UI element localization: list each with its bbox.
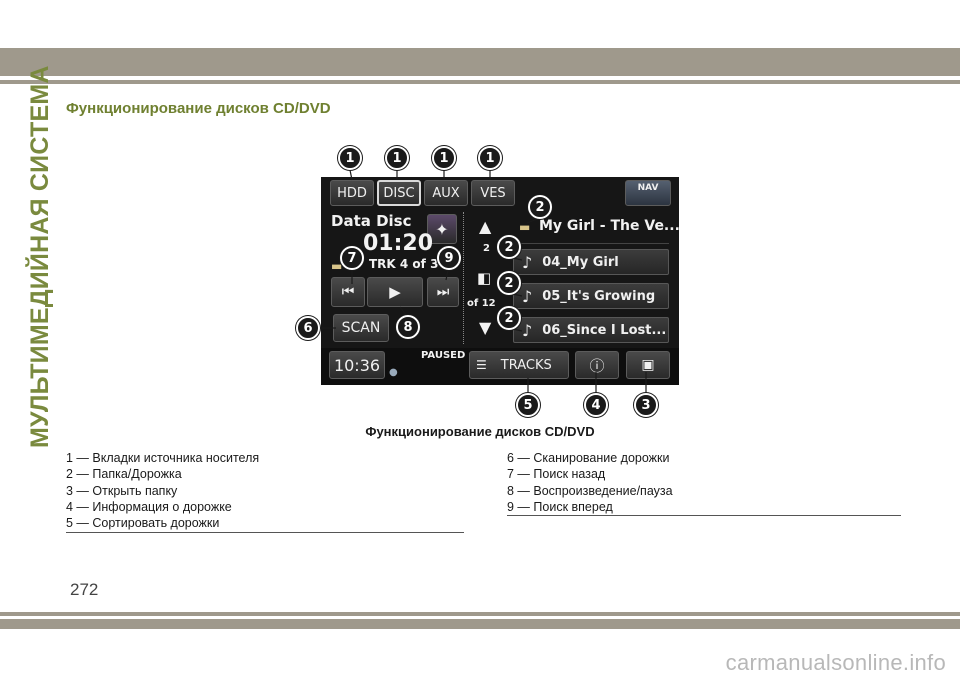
header-bar: [0, 48, 960, 76]
music-note-icon: ♪: [522, 320, 533, 340]
list-icon: ☰: [476, 358, 487, 372]
disc-title: Data Disc: [331, 212, 412, 230]
music-note-icon: ♪: [522, 286, 533, 306]
callout-1: 1: [478, 146, 502, 170]
track-label: 06_Since I Lost...: [542, 322, 667, 338]
nav-button[interactable]: NAV: [625, 180, 671, 206]
header-rule: [0, 80, 960, 84]
radio-screen: HDD DISC AUX VES NAV Data Disc ✦ 01:20 ▬…: [321, 177, 680, 385]
callout-2: 2: [528, 195, 552, 219]
list-index-top: 2: [483, 243, 490, 254]
music-note-icon: ♪: [522, 252, 533, 272]
legend-left-rule: [66, 532, 464, 533]
legend-item: 3 — Открыть папку: [66, 483, 178, 498]
track-info: TRK 4 of 36: [369, 257, 447, 271]
section-title: Функционирование дисков CD/DVD: [66, 100, 331, 117]
legend-item: 6 — Сканирование дорожки: [507, 451, 670, 465]
scroll-up-icon[interactable]: ▲: [479, 217, 492, 236]
list-separator: [513, 243, 669, 244]
seek-back-icon: ⏮: [341, 284, 355, 300]
info-icon: ⓘ: [589, 356, 605, 375]
callout-2: 2: [497, 271, 521, 295]
callout-4: 4: [584, 393, 608, 417]
nav-label: NAV: [637, 183, 659, 193]
callout-2: 2: [497, 306, 521, 330]
open-folder-button[interactable]: ▣: [626, 351, 670, 379]
scroll-down-icon[interactable]: ▼: [479, 318, 492, 337]
legend-right-rule: [507, 515, 901, 516]
panel-divider: [463, 212, 465, 344]
track-label: 05_It's Growing: [542, 288, 656, 304]
globe-icon: ●: [389, 367, 398, 378]
track-item[interactable]: ♪ 04_My Girl: [513, 249, 669, 275]
list-index-bottom: of 12: [467, 298, 496, 309]
footer-bar: [0, 619, 960, 629]
legend-item: 2 — Папка/Дорожка: [66, 467, 182, 482]
tracks-label: TRACKS: [500, 357, 552, 373]
legend-item: 4 — Информация о дорожке: [66, 499, 232, 514]
callout-1: 1: [385, 146, 409, 170]
open-folder-icon: ▣: [641, 357, 655, 373]
tracks-button[interactable]: ☰ TRACKS: [469, 351, 569, 379]
callout-6: 6: [296, 316, 320, 340]
page-number: 272: [70, 580, 99, 599]
elapsed-time: 01:20: [363, 231, 434, 256]
callout-2: 2: [497, 235, 521, 259]
tab-disc[interactable]: DISC: [377, 180, 421, 206]
disc-art-icon: ✦: [427, 214, 457, 244]
legend-left: 1 — Вкладки источника носителя 2 — Папка…: [66, 450, 259, 531]
legend-item: 8 — Воспроизведение/пауза: [507, 483, 673, 498]
legend-item: 1 — Вкладки источника носителя: [66, 451, 260, 465]
play-icon: ▶: [389, 283, 401, 301]
legend-item: 5 — Сортировать дорожки: [66, 516, 220, 531]
watermark: carmanualsonline.info: [725, 650, 946, 675]
figure-caption: Функционирование дисков CD/DVD: [365, 424, 595, 439]
seek-forward-icon: ⏭: [436, 284, 450, 300]
tab-aux[interactable]: AUX: [424, 180, 468, 206]
footer-rule: [0, 612, 960, 616]
callout-8: 8: [396, 315, 420, 339]
tab-ves[interactable]: VES: [471, 180, 515, 206]
track-item[interactable]: ♪ 05_It's Growing: [513, 283, 669, 309]
tab-hdd[interactable]: HDD: [330, 180, 374, 206]
track-info-button[interactable]: ⓘ: [575, 351, 619, 379]
callout-7: 7: [340, 246, 364, 270]
status-label: PAUSED: [421, 350, 466, 361]
callout-3: 3: [634, 393, 658, 417]
track-item[interactable]: ♪ 06_Since I Lost...: [513, 317, 669, 343]
legend-item: 7 — Поиск назад: [507, 467, 606, 482]
clock-display: 10:36: [329, 351, 385, 379]
back-folder-icon[interactable]: ◧: [477, 269, 492, 287]
track-label: 04_My Girl: [542, 254, 619, 270]
callout-1: 1: [338, 146, 362, 170]
legend-right: 6 — Сканирование дорожки 7 — Поиск назад…: [507, 450, 673, 515]
seek-back-button[interactable]: ⏮: [331, 277, 365, 307]
play-pause-button[interactable]: ▶: [367, 277, 423, 307]
seek-forward-button[interactable]: ⏭: [427, 277, 459, 307]
folder-item-icon: ▬: [519, 220, 531, 234]
folder-item-label[interactable]: My Girl - The Ve...: [539, 218, 680, 234]
callout-5: 5: [516, 393, 540, 417]
folder-icon: ▬: [331, 259, 343, 273]
callout-9: 9: [437, 246, 461, 270]
callout-1: 1: [432, 146, 456, 170]
legend-item: 9 — Поиск вперед: [507, 499, 613, 514]
